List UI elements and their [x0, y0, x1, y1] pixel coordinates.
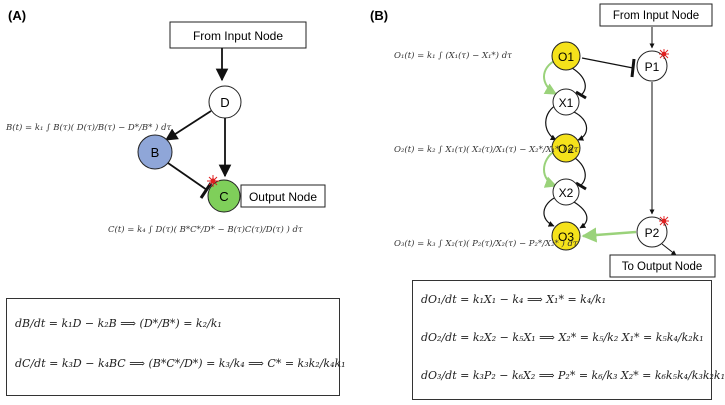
star-icon-c: [207, 175, 219, 187]
panel-b-input-box: [599, 3, 713, 27]
eq-c-integral: C(t) = k₄ ∫ D(τ)( B*C*/D* − B(τ)C(τ)/D(τ…: [108, 224, 303, 235]
panel-a-eq-line-1: dB/dt = k₁D − k₂B ⟹ (D*/B*) = k₂/k₁: [15, 317, 222, 330]
node-x2: [552, 178, 580, 206]
node-x1-label: X1: [559, 96, 574, 110]
panel-b-eq-line-1: dO₁/dt = k₁X₁ − k₄ ⟹ X₁* = k₄/k₁: [421, 293, 607, 306]
inhibit-bar-b-c: [199, 182, 213, 199]
panel-a-output-label: Output Node: [249, 190, 317, 204]
node-p2: [636, 216, 668, 248]
node-x2-label: X2: [559, 186, 574, 200]
node-o3-label: O3: [558, 230, 574, 244]
node-o1-label: O1: [558, 50, 574, 64]
panel-b-eq-line-3: dO₃/dt = k₃P₂ − k₆X₂ ⟹ P₂* = k₆/k₃ X₂* =…: [421, 369, 725, 382]
panel-a-eq-line-2: dC/dt = k₃D − k₄BC ⟹ (B*C*/D*) = k₃/k₄ ⟹…: [15, 357, 346, 370]
node-o2: [551, 133, 581, 163]
arrow-d-to-b: [164, 110, 212, 141]
panel-a-input-label: From Input Node: [193, 29, 283, 43]
node-b-label: B: [151, 145, 160, 160]
eq-o1-integral: O₁(t) = k₁ ∫ (X₁(τ) − X₁*) dτ: [394, 50, 512, 61]
arrow-p2-to-output: [661, 243, 677, 256]
panel-b-equation-box: dO₁/dt = k₁X₁ − k₄ ⟹ X₁* = k₄/k₁ dO₂/dt …: [412, 280, 725, 400]
panel-b-label: (B): [370, 8, 388, 23]
panel-b-eq-line-2: dO₂/dt = k₂X₂ − k₅X₁ ⟹ X₂* = k₅/k₂ X₁* =…: [421, 331, 704, 344]
panel-a-label: (A): [8, 8, 26, 23]
node-o1: [551, 41, 581, 71]
eq-o3-integral: O₃(t) = k₃ ∫ X₂(τ)( P₂(τ)/X₂(τ) − P₂*/X₂…: [394, 238, 578, 249]
inhibit-o1-to-p1: [581, 57, 634, 69]
arrow-p2-to-o3: [581, 227, 637, 243]
node-x1: [552, 88, 580, 116]
node-c: [207, 179, 241, 213]
node-o3: [551, 221, 581, 251]
inhibit-bar-o1-x1: [575, 90, 587, 100]
star-icon-p1: [659, 49, 669, 59]
node-d-label: D: [220, 95, 229, 110]
panel-a-equation-box: dB/dt = k₁D − k₂B ⟹ (D*/B*) = k₂/k₁ dC/d…: [6, 298, 346, 396]
panel-a-input-box: [169, 21, 307, 49]
inhibit-bar-o1-p1: [630, 58, 636, 78]
node-p1-label: P1: [645, 60, 660, 74]
node-b: [137, 134, 173, 170]
eq-o2-integral: O₂(t) = k₂ ∫ X₁(τ)( X₂(τ)/X₁(τ) − X₂*/X₁…: [394, 144, 579, 155]
inhibit-bar-o2-x2: [575, 181, 587, 191]
node-o2-label: O2: [558, 142, 574, 156]
node-p2-label: P2: [645, 226, 660, 240]
arrow-x2-o3-right: [573, 201, 588, 229]
arrow-x1-o2-right: [573, 111, 588, 141]
inhibit-b-to-c: [167, 162, 208, 191]
eq-b-integral: B(t) = k₁ ∫ B(τ)( D(τ)/B(τ) − D*/B* ) dτ: [5, 122, 172, 133]
panel-b-input-label: From Input Node: [613, 10, 699, 22]
node-p1: [636, 50, 668, 82]
panel-b-output-label: To Output Node: [622, 261, 703, 273]
arrow-x1-to-o1: [543, 59, 558, 95]
panel-a-output-box: [240, 184, 326, 208]
star-icon-p2: [659, 216, 669, 226]
node-c-label: C: [219, 189, 228, 204]
panel-b-output-box: [609, 254, 716, 278]
